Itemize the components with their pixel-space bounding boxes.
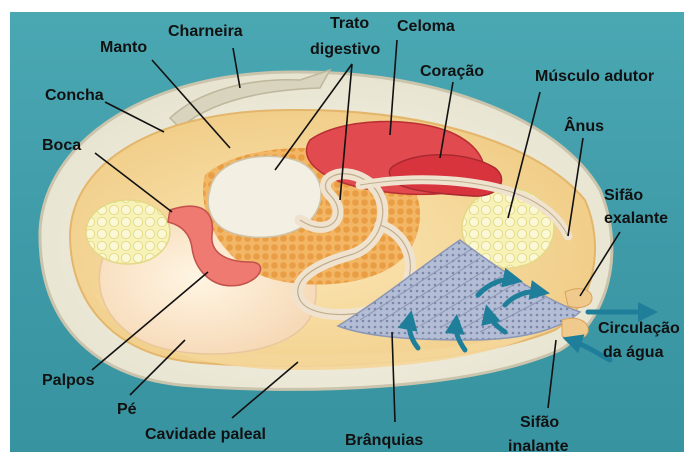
label-concha: Concha bbox=[45, 87, 104, 105]
label-charneira: Charneira bbox=[168, 23, 243, 41]
inhalant-siphon bbox=[562, 318, 588, 339]
label-manto: Manto bbox=[100, 39, 147, 57]
label-palpos: Palpos bbox=[42, 372, 94, 390]
label-pe: Pé bbox=[117, 401, 137, 419]
label-sifao-exalante-2: exalante bbox=[604, 210, 668, 228]
label-musculo-adutor: Músculo adutor bbox=[535, 68, 654, 86]
label-sifao-inalante-2: inalante bbox=[508, 438, 568, 456]
label-sifao-inalante-1: Sifão bbox=[520, 414, 559, 432]
label-circulacao-2: da água bbox=[603, 344, 663, 362]
label-celoma: Celoma bbox=[397, 18, 455, 36]
label-digestivo: digestivo bbox=[310, 41, 380, 59]
label-coracao: Coração bbox=[420, 63, 484, 81]
label-branquias: Brânquias bbox=[345, 432, 423, 450]
label-sifao-exalante-1: Sifão bbox=[604, 187, 643, 205]
label-anus: Ânus bbox=[564, 118, 604, 136]
label-boca: Boca bbox=[42, 137, 81, 155]
exhalant-siphon bbox=[565, 289, 592, 308]
label-trato: Trato bbox=[330, 15, 369, 33]
label-circulacao-1: Circulação bbox=[598, 320, 680, 338]
anterior-adductor bbox=[86, 200, 170, 264]
label-cavidade-paleal: Cavidade paleal bbox=[145, 426, 266, 444]
